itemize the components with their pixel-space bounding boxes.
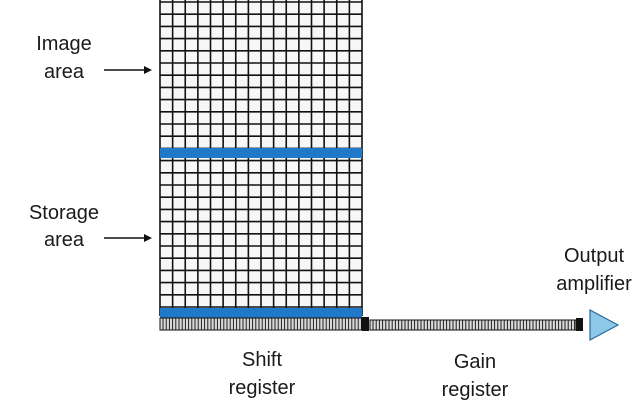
shift-register-label-line1: Shift [242,349,282,371]
storage-area-label-line1: Storage [29,202,99,224]
image-area-arrow [104,66,152,74]
output-amplifier-label-line2: amplifier [556,273,632,295]
amplifier-triangle-icon [589,308,620,342]
image-area-label: Image area [36,33,92,83]
output-amplifier [576,308,620,342]
ccd-sensor-array [159,0,369,331]
storage-area-arrow [104,234,152,242]
amplifier-input-block [576,318,583,331]
output-amplifier-label: Output amplifier [556,245,632,295]
gain-register-label-line1: Gain [454,351,496,373]
shift-register [159,317,363,331]
shift-register-label: Shift register [229,349,296,399]
gain-register-label-line2: register [442,379,509,401]
shift-register-output-block [362,317,369,331]
storage-bottom-band [160,308,362,318]
image-storage-divider [160,148,362,158]
output-amplifier-label-line1: Output [564,245,624,267]
storage-area-label: Storage area [29,202,99,251]
gain-register-label: Gain register [442,351,509,401]
gain-register-body [369,319,577,331]
gain-register [369,319,577,331]
image-area-label-line1: Image [36,33,92,55]
image-area-label-line2: area [44,61,85,83]
storage-area-label-line2: area [44,229,85,251]
shift-register-label-line2: register [229,377,296,399]
